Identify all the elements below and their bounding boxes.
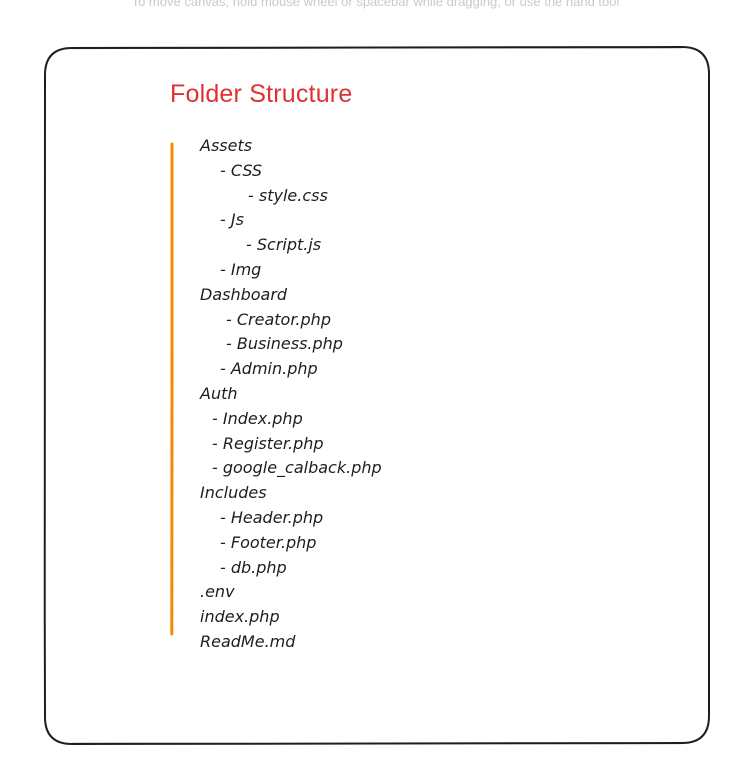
folder-item: Assets: [200, 136, 253, 155]
file-item: - Index.php: [212, 408, 303, 428]
file-item: - db.php: [220, 557, 287, 577]
file-item: - google_calback.php: [212, 458, 382, 478]
file-item: - CSS: [220, 160, 263, 180]
file-item: - Creator.php: [226, 309, 331, 329]
file-item: - Footer.php: [220, 532, 317, 552]
folder-item: Includes: [200, 483, 267, 503]
card-title: Folder Structure: [170, 80, 353, 108]
file-item: - style.css: [248, 185, 328, 205]
folder-item: ReadMe.md: [200, 631, 296, 651]
file-item: - Admin.php: [220, 359, 318, 379]
file-item: - Register.php: [212, 433, 324, 453]
folder-item: .env: [200, 582, 235, 602]
folder-item: Auth: [200, 383, 238, 403]
folder-tree: Assets - CSS - style.css- Js- Script.js - I…: [200, 134, 382, 655]
folder-item: Dashboard: [200, 284, 288, 304]
file-item: - Img: [220, 259, 262, 279]
file-item: - Script.js: [246, 235, 322, 255]
file-item: - Business.php: [226, 334, 343, 354]
file-item: - Header.php: [220, 507, 324, 527]
canvas-hint-text: To move canvas, hold mouse wheel or spac…: [131, 0, 620, 9]
file-item: - Js: [220, 210, 244, 230]
folder-item: index.php: [200, 607, 280, 627]
